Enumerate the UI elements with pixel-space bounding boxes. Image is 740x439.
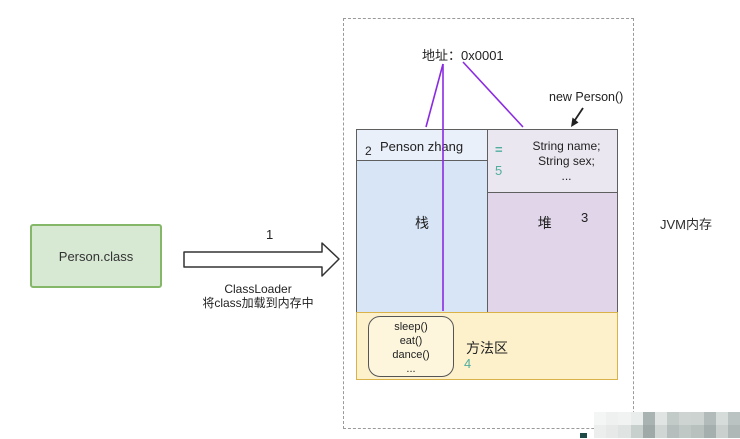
mosaic-cell — [703, 412, 716, 425]
person-class-label: Person.class — [58, 248, 134, 264]
heap-step-number-5: 5 — [495, 163, 503, 178]
mosaic-cell — [594, 425, 607, 438]
heap-step-number: 3 — [581, 210, 589, 225]
stack-frame-cell: 2 Penson zhang — [356, 129, 488, 161]
classloader-caption-line1: ClassLoader — [224, 282, 292, 296]
mosaic-cell — [679, 412, 692, 425]
mosaic-cell — [618, 425, 631, 438]
heap-equals-sign: = — [495, 142, 503, 157]
stack-label: 栈 — [415, 215, 429, 231]
heap-object-cell: = 5 String name; String sex; ... — [487, 129, 618, 193]
mosaic-cell — [630, 425, 643, 438]
heap-field-line: String sex; — [538, 154, 595, 168]
mosaic-cell — [715, 425, 728, 438]
mosaic-cell — [703, 425, 716, 438]
method-line: sleep() — [394, 321, 428, 333]
method-line: ... — [406, 363, 416, 375]
new-person-label: new Person() — [549, 90, 624, 104]
mosaic-cell — [606, 425, 619, 438]
stack-cell: 栈 — [356, 160, 488, 313]
mosaic-cell — [667, 425, 680, 438]
mosaic-cell — [667, 412, 680, 425]
method-area-label: 方法区 — [466, 340, 508, 356]
mosaic-cell — [642, 425, 655, 438]
method-line: dance() — [392, 349, 430, 361]
method-list-box: sleep() eat() dance() ... — [368, 316, 454, 377]
mosaic-cell — [630, 412, 643, 425]
stack-frame-value: Penson zhang — [380, 139, 464, 154]
mosaic-cell — [654, 412, 667, 425]
heap-field-line: ... — [561, 169, 572, 183]
classloader-caption-line2: 将class加载到内存中 — [202, 296, 314, 310]
heap-field-line: String name; — [532, 139, 601, 153]
mosaic-cell — [715, 412, 728, 425]
person-class-box: Person.class — [30, 224, 162, 288]
method-line: eat() — [399, 335, 423, 347]
mosaic-cell — [594, 412, 607, 425]
mosaic-cell — [654, 425, 667, 438]
watermark-dot — [580, 433, 587, 438]
step-1-label: 1 — [266, 227, 274, 242]
jvm-memory-region — [343, 18, 634, 429]
method-area-cell: sleep() eat() dance() ... 方法区 4 — [356, 312, 618, 380]
classloader-block-arrow — [183, 242, 340, 277]
mosaic-cell — [679, 425, 692, 438]
mosaic-cell — [691, 412, 704, 425]
method-area-step-number: 4 — [464, 356, 472, 371]
watermark-mosaic — [594, 412, 740, 438]
mosaic-cell — [606, 412, 619, 425]
mosaic-cell — [618, 412, 631, 425]
mosaic-cell — [691, 425, 704, 438]
heap-object-fields: String name; String sex; ... — [520, 139, 613, 184]
mosaic-cell — [727, 412, 740, 425]
jvm-memory-label: JVM内存 — [660, 217, 713, 232]
mosaic-cell — [727, 425, 740, 438]
address-label: 地址：0x0001 — [422, 48, 504, 63]
classloader-caption: ClassLoader 将class加载到内存中 — [158, 282, 358, 310]
stack-step-number: 2 — [365, 144, 372, 158]
heap-cell: 堆 3 — [487, 192, 618, 313]
heap-label: 堆 — [537, 215, 552, 231]
mosaic-cell — [642, 412, 655, 425]
